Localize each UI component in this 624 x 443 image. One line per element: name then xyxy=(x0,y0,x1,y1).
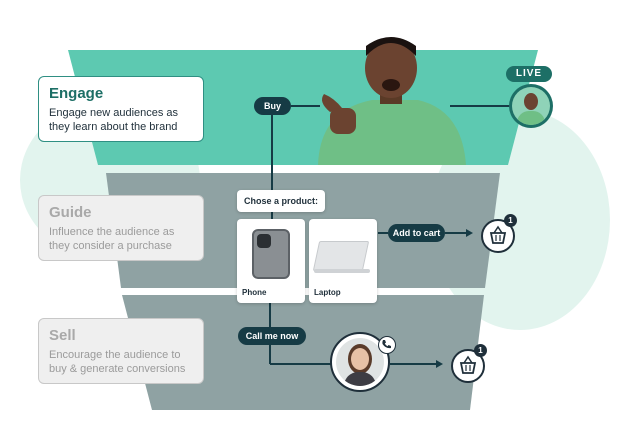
cart-button[interactable] xyxy=(481,219,515,253)
product-card-laptop[interactable]: Laptop xyxy=(309,219,377,303)
cart-count-badge: 1 xyxy=(474,344,487,357)
basket-icon xyxy=(489,225,507,244)
call-me-now-button[interactable]: Call me now xyxy=(238,327,306,345)
stage-title: Guide xyxy=(49,204,92,221)
stage-description: Influence the audience as they consider … xyxy=(49,226,175,252)
phone-image xyxy=(252,229,290,279)
stage-title: Sell xyxy=(49,327,76,344)
product-card-phone[interactable]: Phone xyxy=(237,219,305,303)
arrow-right-icon xyxy=(466,229,473,237)
basket-icon xyxy=(459,355,477,374)
stage-description: Encourage the audience to buy & generate… xyxy=(49,349,186,375)
phone-icon xyxy=(382,340,391,349)
cart-count-badge: 1 xyxy=(504,214,517,227)
live-host-avatar[interactable] xyxy=(509,84,553,128)
stage-card-guide: Guide Influence the audience as they con… xyxy=(38,195,204,261)
arrow-right-icon xyxy=(436,360,443,368)
presenter-figure xyxy=(318,37,466,165)
live-badge: LIVE xyxy=(506,66,552,82)
product-label: Laptop xyxy=(314,288,341,297)
stage-title: Engage xyxy=(49,85,104,102)
add-to-cart-button[interactable]: Add to cart xyxy=(388,224,445,242)
stage-description: Engage new audiences as they learn about… xyxy=(49,107,179,133)
call-button[interactable] xyxy=(378,336,396,354)
stage-card-sell: Sell Encourage the audience to buy & gen… xyxy=(38,318,204,384)
product-prompt: Chose a product: xyxy=(237,190,325,212)
stage-card-engage: Engage Engage new audiences as they lear… xyxy=(38,76,204,142)
laptop-image xyxy=(312,241,370,271)
product-label: Phone xyxy=(242,288,267,297)
buy-button[interactable]: Buy xyxy=(254,97,291,115)
funnel-layer-sell xyxy=(122,295,484,410)
